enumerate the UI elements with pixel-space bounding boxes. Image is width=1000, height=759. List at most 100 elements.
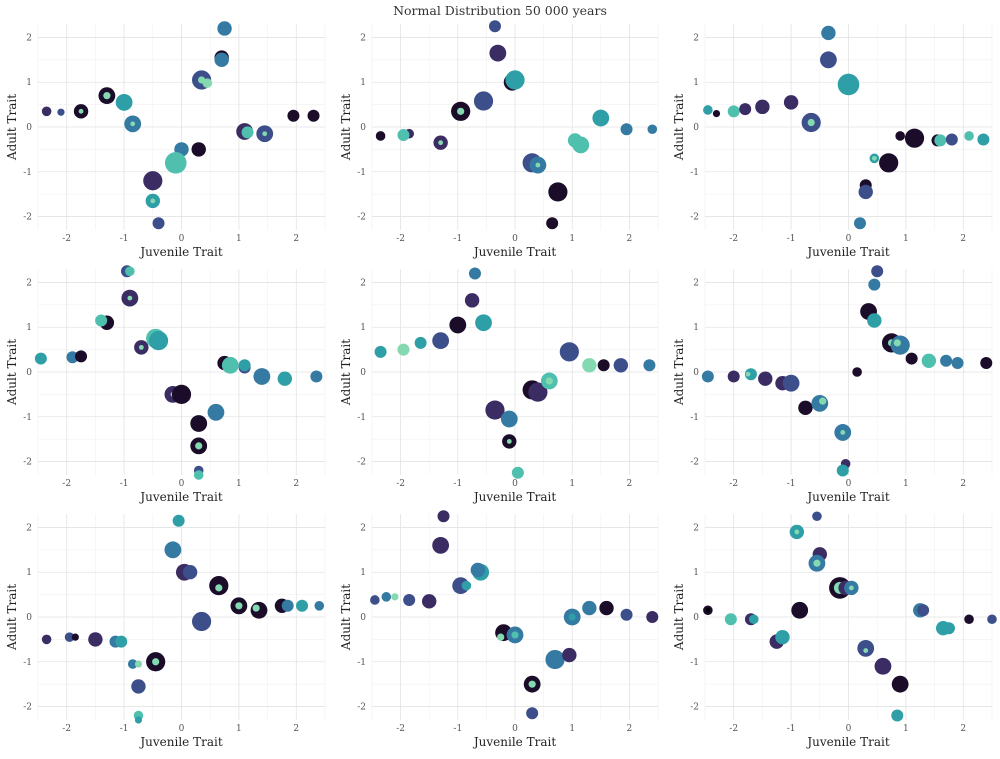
- data-point: [164, 541, 182, 559]
- data-point: [252, 604, 260, 612]
- data-point: [214, 52, 229, 68]
- data-point: [548, 182, 568, 202]
- data-point: [432, 536, 450, 554]
- x-tick-label: 2: [627, 479, 633, 489]
- y-tick-label: 0: [26, 368, 32, 378]
- x-tick-label: -1: [453, 479, 462, 489]
- data-point: [745, 371, 751, 377]
- data-point: [724, 613, 737, 626]
- x-tick-label: 1: [903, 724, 909, 734]
- data-point: [840, 430, 846, 435]
- data-point: [599, 600, 614, 616]
- y-axis-label: Adult Trait: [672, 339, 686, 406]
- x-tick-label: 0: [179, 479, 185, 489]
- data-point: [871, 265, 884, 278]
- data-point: [582, 358, 597, 373]
- data-point: [150, 198, 156, 204]
- data-point: [195, 442, 203, 450]
- data-point: [125, 266, 135, 277]
- data-point: [381, 592, 392, 602]
- data-point: [262, 131, 268, 137]
- y-tick-label: 0: [360, 368, 366, 378]
- x-tick-label: -2: [396, 479, 405, 489]
- y-tick-label: -2: [690, 703, 699, 713]
- x-tick-label: -1: [453, 234, 462, 244]
- data-point: [597, 359, 610, 372]
- data-point: [945, 133, 958, 146]
- y-tick-label: 1: [360, 323, 366, 333]
- data-point: [545, 649, 565, 670]
- y-tick-label: 0: [360, 123, 366, 133]
- y-tick-label: 1: [360, 78, 366, 88]
- x-tick-label: 0: [179, 724, 185, 734]
- data-point: [871, 155, 877, 161]
- data-point: [497, 633, 505, 641]
- data-point: [131, 679, 146, 694]
- data-point: [546, 217, 559, 230]
- x-tick-label: -1: [787, 234, 796, 244]
- data-point: [115, 93, 133, 111]
- x-tick-label: 1: [569, 724, 575, 734]
- y-tick-label: 2: [693, 278, 699, 288]
- data-point: [182, 565, 198, 580]
- data-point: [505, 70, 525, 90]
- data-point: [727, 105, 740, 118]
- y-tick-label: 1: [26, 78, 32, 88]
- x-tick-label: 2: [960, 234, 966, 244]
- y-tick-label: 1: [693, 78, 699, 88]
- data-point: [511, 631, 519, 639]
- data-point: [138, 344, 144, 350]
- x-tick-label: 2: [293, 234, 299, 244]
- data-point: [964, 614, 974, 625]
- x-tick-label: 0: [846, 234, 852, 244]
- data-point: [905, 352, 918, 365]
- data-point: [739, 103, 752, 116]
- data-point: [64, 632, 75, 642]
- data-point: [964, 131, 974, 141]
- y-tick-label: 2: [360, 278, 366, 288]
- y-tick-label: 2: [360, 33, 366, 43]
- x-tick-label: 0: [846, 724, 852, 734]
- data-point: [41, 106, 52, 117]
- data-point: [775, 629, 790, 645]
- data-point: [940, 354, 953, 367]
- figure-title: Normal Distribution 50 000 years: [393, 3, 607, 18]
- data-point: [449, 316, 467, 334]
- data-point: [758, 371, 773, 386]
- data-point: [890, 335, 910, 355]
- data-point: [904, 128, 925, 148]
- data-point: [172, 514, 185, 527]
- data-point: [164, 152, 187, 174]
- x-axis-label: Juvenile Trait: [805, 735, 889, 749]
- data-point: [535, 162, 541, 168]
- x-tick-label: -2: [729, 234, 738, 244]
- data-point: [863, 648, 869, 653]
- data-point: [191, 611, 212, 632]
- data-point: [191, 142, 206, 157]
- data-point: [819, 397, 827, 405]
- x-tick-label: 1: [569, 479, 575, 489]
- data-point: [836, 464, 849, 477]
- x-tick-label: -2: [62, 724, 71, 734]
- data-point: [879, 153, 899, 173]
- data-point: [41, 634, 52, 645]
- y-tick-label: -1: [690, 168, 699, 178]
- data-point: [115, 635, 128, 648]
- data-point: [783, 95, 799, 110]
- data-point: [582, 600, 597, 616]
- y-tick-label: -1: [23, 658, 32, 668]
- y-axis-label: Adult Trait: [672, 94, 686, 161]
- y-tick-label: 2: [26, 523, 32, 533]
- x-axis-label: Juvenile Trait: [472, 735, 556, 749]
- data-point: [464, 293, 480, 308]
- data-point: [812, 511, 822, 522]
- x-axis-label: Juvenile Trait: [138, 245, 222, 259]
- data-point: [813, 559, 821, 567]
- x-tick-label: 1: [903, 234, 909, 244]
- x-tick-label: 2: [627, 234, 633, 244]
- data-point: [202, 78, 213, 88]
